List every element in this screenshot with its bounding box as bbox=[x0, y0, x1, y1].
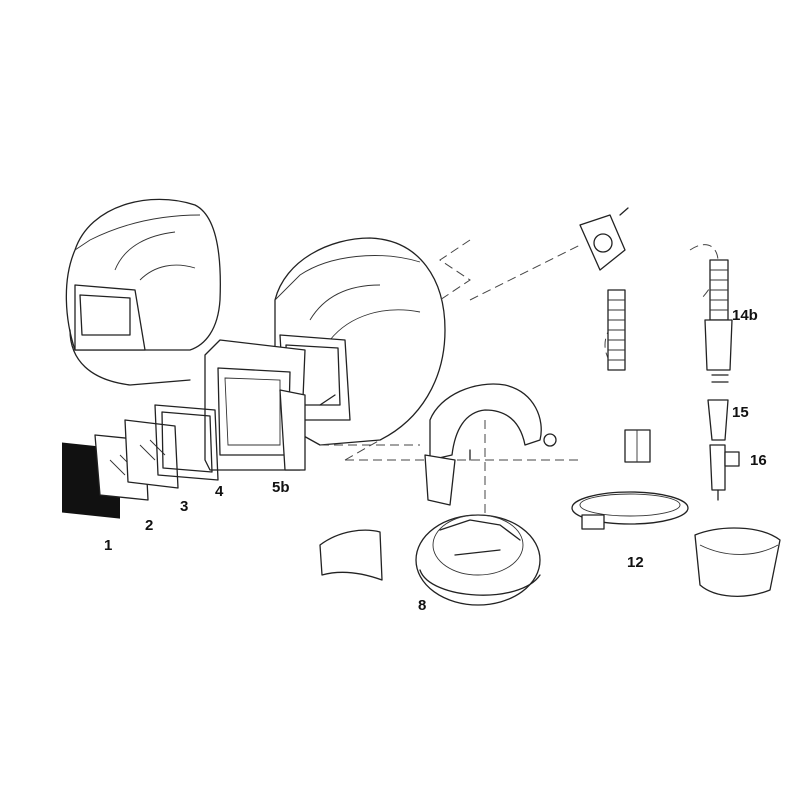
air-tube-14b bbox=[704, 259, 733, 383]
part-label-8: 8 bbox=[418, 597, 427, 614]
air-inlet-fitting bbox=[579, 207, 629, 371]
assembly-guide-lines bbox=[320, 239, 719, 520]
lens-clear-3 bbox=[124, 419, 179, 489]
part-label-2: 2 bbox=[145, 517, 154, 534]
part-label-3: 3 bbox=[180, 498, 189, 515]
label-plates bbox=[624, 429, 651, 463]
cape-filter bbox=[694, 527, 781, 597]
part-label-4: 4 bbox=[215, 483, 224, 500]
belt-12 bbox=[571, 491, 689, 530]
part-label-14b: 14b bbox=[732, 307, 758, 324]
valve-16 bbox=[709, 444, 740, 501]
inner-shell bbox=[424, 383, 557, 506]
part-label-1: 1 bbox=[104, 537, 113, 554]
gasket-4 bbox=[154, 404, 219, 481]
window-frame-5b bbox=[204, 339, 306, 471]
part-label-5b: 5b bbox=[272, 479, 290, 496]
helmet-front-view bbox=[65, 198, 221, 386]
headgear-8 bbox=[415, 514, 541, 606]
part-label-16: 16 bbox=[750, 452, 767, 469]
coupler-15 bbox=[707, 399, 729, 441]
part-label-15: 15 bbox=[732, 404, 749, 421]
sweatband bbox=[319, 529, 383, 581]
part-label-12: 12 bbox=[627, 554, 644, 571]
